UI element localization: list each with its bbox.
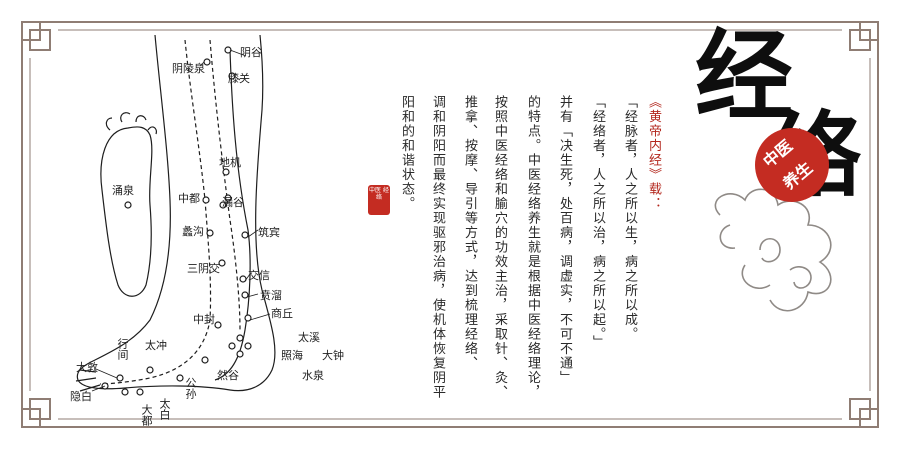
text-column-2: 「经脉者，人之所以生，病之所以成。 xyxy=(622,95,637,342)
red-round-seal xyxy=(755,128,829,202)
acupoint-label-xingjian: 行间 xyxy=(116,338,129,360)
acupoint-label-shangqiu: 商丘 xyxy=(271,307,293,320)
acupoint-label-zhongfeng: 中封 xyxy=(193,313,215,326)
red-seal-stamp: 中医 经络 xyxy=(368,185,390,215)
acupoint-label-taixi: 太溪 xyxy=(298,331,320,344)
text-column-7: 推拿、按摩、导引等方式，达到梳理经络、 xyxy=(462,95,477,371)
acupoint-label-zhaohai: 照海 xyxy=(281,349,303,362)
text-column-6: 按照中医经络和腧穴的功效主治，采取针、灸、 xyxy=(492,95,507,400)
text-column-1: 《黄帝内经》载： xyxy=(646,95,661,211)
acupoint-label-yinlingquan: 阴陵泉 xyxy=(172,62,205,75)
acupoint-label-gongsun: 公孙 xyxy=(184,377,197,399)
acupoint-label-shuiquan: 水泉 xyxy=(302,369,324,382)
acupoint-label-ligou: 蠡沟 xyxy=(182,225,204,238)
text-column-8: 调和阴阳而最终实现驱邪治病，使机体恢复阴平 xyxy=(430,95,445,400)
acupoint-label-lougu: 漏谷 xyxy=(222,196,244,209)
text-column-4: 并有「决生死，处百病，调虚实，不可不通」 xyxy=(557,95,572,385)
acupoint-label-rangu: 然谷 xyxy=(217,369,239,382)
acupoint-label-taichong: 太冲 xyxy=(145,339,167,352)
acupoint-label-xiguan: 膝关 xyxy=(228,72,250,85)
acupoint-label-yingu: 阴谷 xyxy=(240,46,262,59)
acupoint-label-zhongdu: 中都 xyxy=(178,192,200,205)
acupoint-label-diji: 地机 xyxy=(219,156,241,169)
text-column-9: 阳和的和谐状态。 xyxy=(399,95,414,211)
acupoint-label-benliu: 贲溜 xyxy=(260,289,282,302)
acupoint-label-dazhong: 大钟 xyxy=(322,349,344,362)
acupoint-label-jiaoxin: 交信 xyxy=(248,269,270,282)
text-column-5: 的特点。中医经络养生就是根据中医经络理论， xyxy=(525,95,540,400)
calligraphy-char-jing: 经 xyxy=(695,19,794,134)
acupoint-label-zhubin: 筑宾 xyxy=(258,226,280,239)
acupoint-label-taibai: 太白 xyxy=(158,398,171,420)
acupoint-label-yinbai: 隐白 xyxy=(70,390,92,403)
acupoint-label-dadu: 大都 xyxy=(140,404,153,426)
text-column-3: 「经络者，人之所以治，病之所以起。」 xyxy=(590,95,605,350)
acupoint-label-yongquan: 涌泉 xyxy=(112,184,134,197)
acupoint-label-dadun: 大敦 xyxy=(76,361,98,374)
acupoint-label-sanyinjiao: 三阴交 xyxy=(187,262,220,275)
